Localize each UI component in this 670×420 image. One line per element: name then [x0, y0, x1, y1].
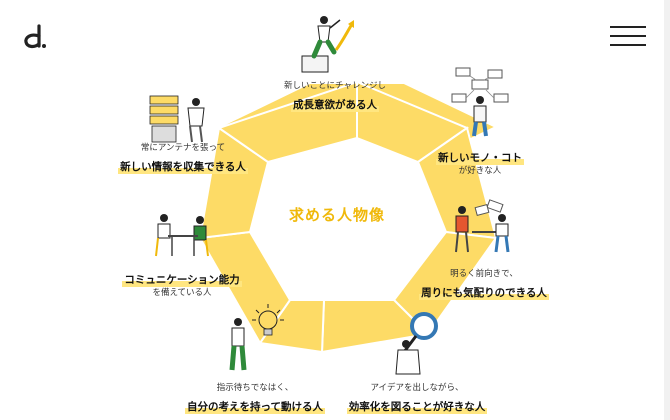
trait-label-efficiency: アイデアを出しながら、 効率化を図ることが好きな人 [332, 382, 502, 414]
trait-main: コミュニケーション能力 [122, 274, 242, 287]
trait-main: 効率化を図ることが好きな人 [346, 401, 488, 414]
person-magnifier-icon [395, 312, 438, 375]
menu-line [610, 26, 646, 28]
trait-sub: 新しいことにチャレンジし [284, 81, 386, 91]
d-logo-icon[interactable] [22, 24, 48, 52]
person-mindmap-icon [451, 67, 509, 137]
trait-main: 成長意欲がある人 [291, 99, 379, 112]
trait-main: 新しい情報を収集できる人 [118, 161, 248, 174]
trait-label-new-things: 新しいモノ・コト が好きな人 [420, 146, 540, 178]
trait-main: 新しいモノ・コト [436, 152, 524, 165]
scrollbar-track[interactable] [664, 0, 670, 420]
trait-main: 周りにも気配りのできる人 [419, 287, 549, 300]
trait-label-communication: コミュニケーション能力 を備えている人 [102, 268, 262, 300]
trait-sub: 指示待ちでなはく、 [216, 383, 294, 393]
person-lightbulb-icon [229, 304, 284, 371]
trait-sub: が好きな人 [458, 166, 502, 176]
trait-label-information: 常にアンテナを張って 新しい情報を収集できる人 [100, 142, 266, 174]
menu-line [610, 35, 646, 37]
trait-sub: を備えている人 [152, 288, 212, 298]
center-title: 求める人物像 [288, 206, 385, 224]
trait-sub: 明るく前向きで、 [450, 269, 518, 279]
trait-label-initiative: 指示待ちでなはく、 自分の考えを持って動ける人 [170, 382, 340, 414]
menu-line [610, 44, 646, 46]
trait-sub: アイデアを出しながら、 [370, 383, 464, 393]
people-meeting-icon [455, 199, 510, 253]
people-talking-icon [155, 214, 209, 257]
trait-sub: 常にアンテナを張って [140, 143, 226, 153]
trait-main: 自分の考えを持って動ける人 [185, 401, 325, 414]
person-climbing-icon [301, 16, 354, 73]
trait-label-positive: 明るく前向きで、 周りにも気配りのできる人 [404, 268, 564, 300]
trait-label-growth: 新しいことにチャレンジし 成長意欲がある人 [252, 80, 418, 112]
people-desk-icon [149, 95, 205, 143]
ring-center-fill [250, 165, 446, 300]
hamburger-menu-icon[interactable] [610, 24, 648, 48]
